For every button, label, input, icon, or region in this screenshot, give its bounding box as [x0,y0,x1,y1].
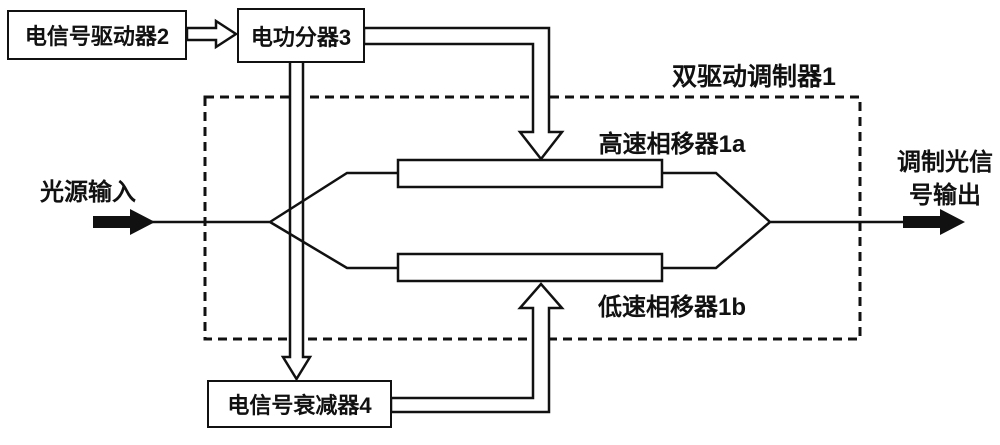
high-speed-phase-shifter-label: 高速相移器1a [598,131,746,158]
low-speed-phase-shifter-rect [396,252,664,283]
attenuator-box: 电信号衰减器4 [207,380,392,428]
driver-box-label: 电信号驱动器2 [24,24,170,49]
attenuator-box-label: 电信号衰减器4 [227,393,372,418]
high-speed-phase-shifter-rect [396,158,664,189]
attenuator-to-lower-arm-arrow [389,282,565,414]
optical-output-label: 调制光信 号输出 [890,146,1000,212]
low-speed-phase-shifter-label: 低速相移器1b [597,294,746,321]
optical-output-arrow [903,209,965,235]
optical-output-label-line2: 号输出 [909,182,981,209]
splitter-box-label: 电功分器3 [250,24,352,50]
modulator-dashed-boundary [203,95,862,341]
optical-output-label-line1: 调制光信 [897,149,993,176]
driver-box: 电信号驱动器2 [7,10,187,60]
splitter-box: 电功分器3 [237,8,365,63]
waveguide-path [150,171,903,270]
optical-input-arrow [93,209,155,235]
optical-input-label: 光源输入 [40,179,136,206]
splitter-to-attenuator-arrow [280,59,313,382]
driver-to-splitter-arrow [185,18,239,50]
modulator-label: 双驱动调制器1 [672,63,836,91]
splitter-to-upper-arm-arrow [362,26,565,162]
